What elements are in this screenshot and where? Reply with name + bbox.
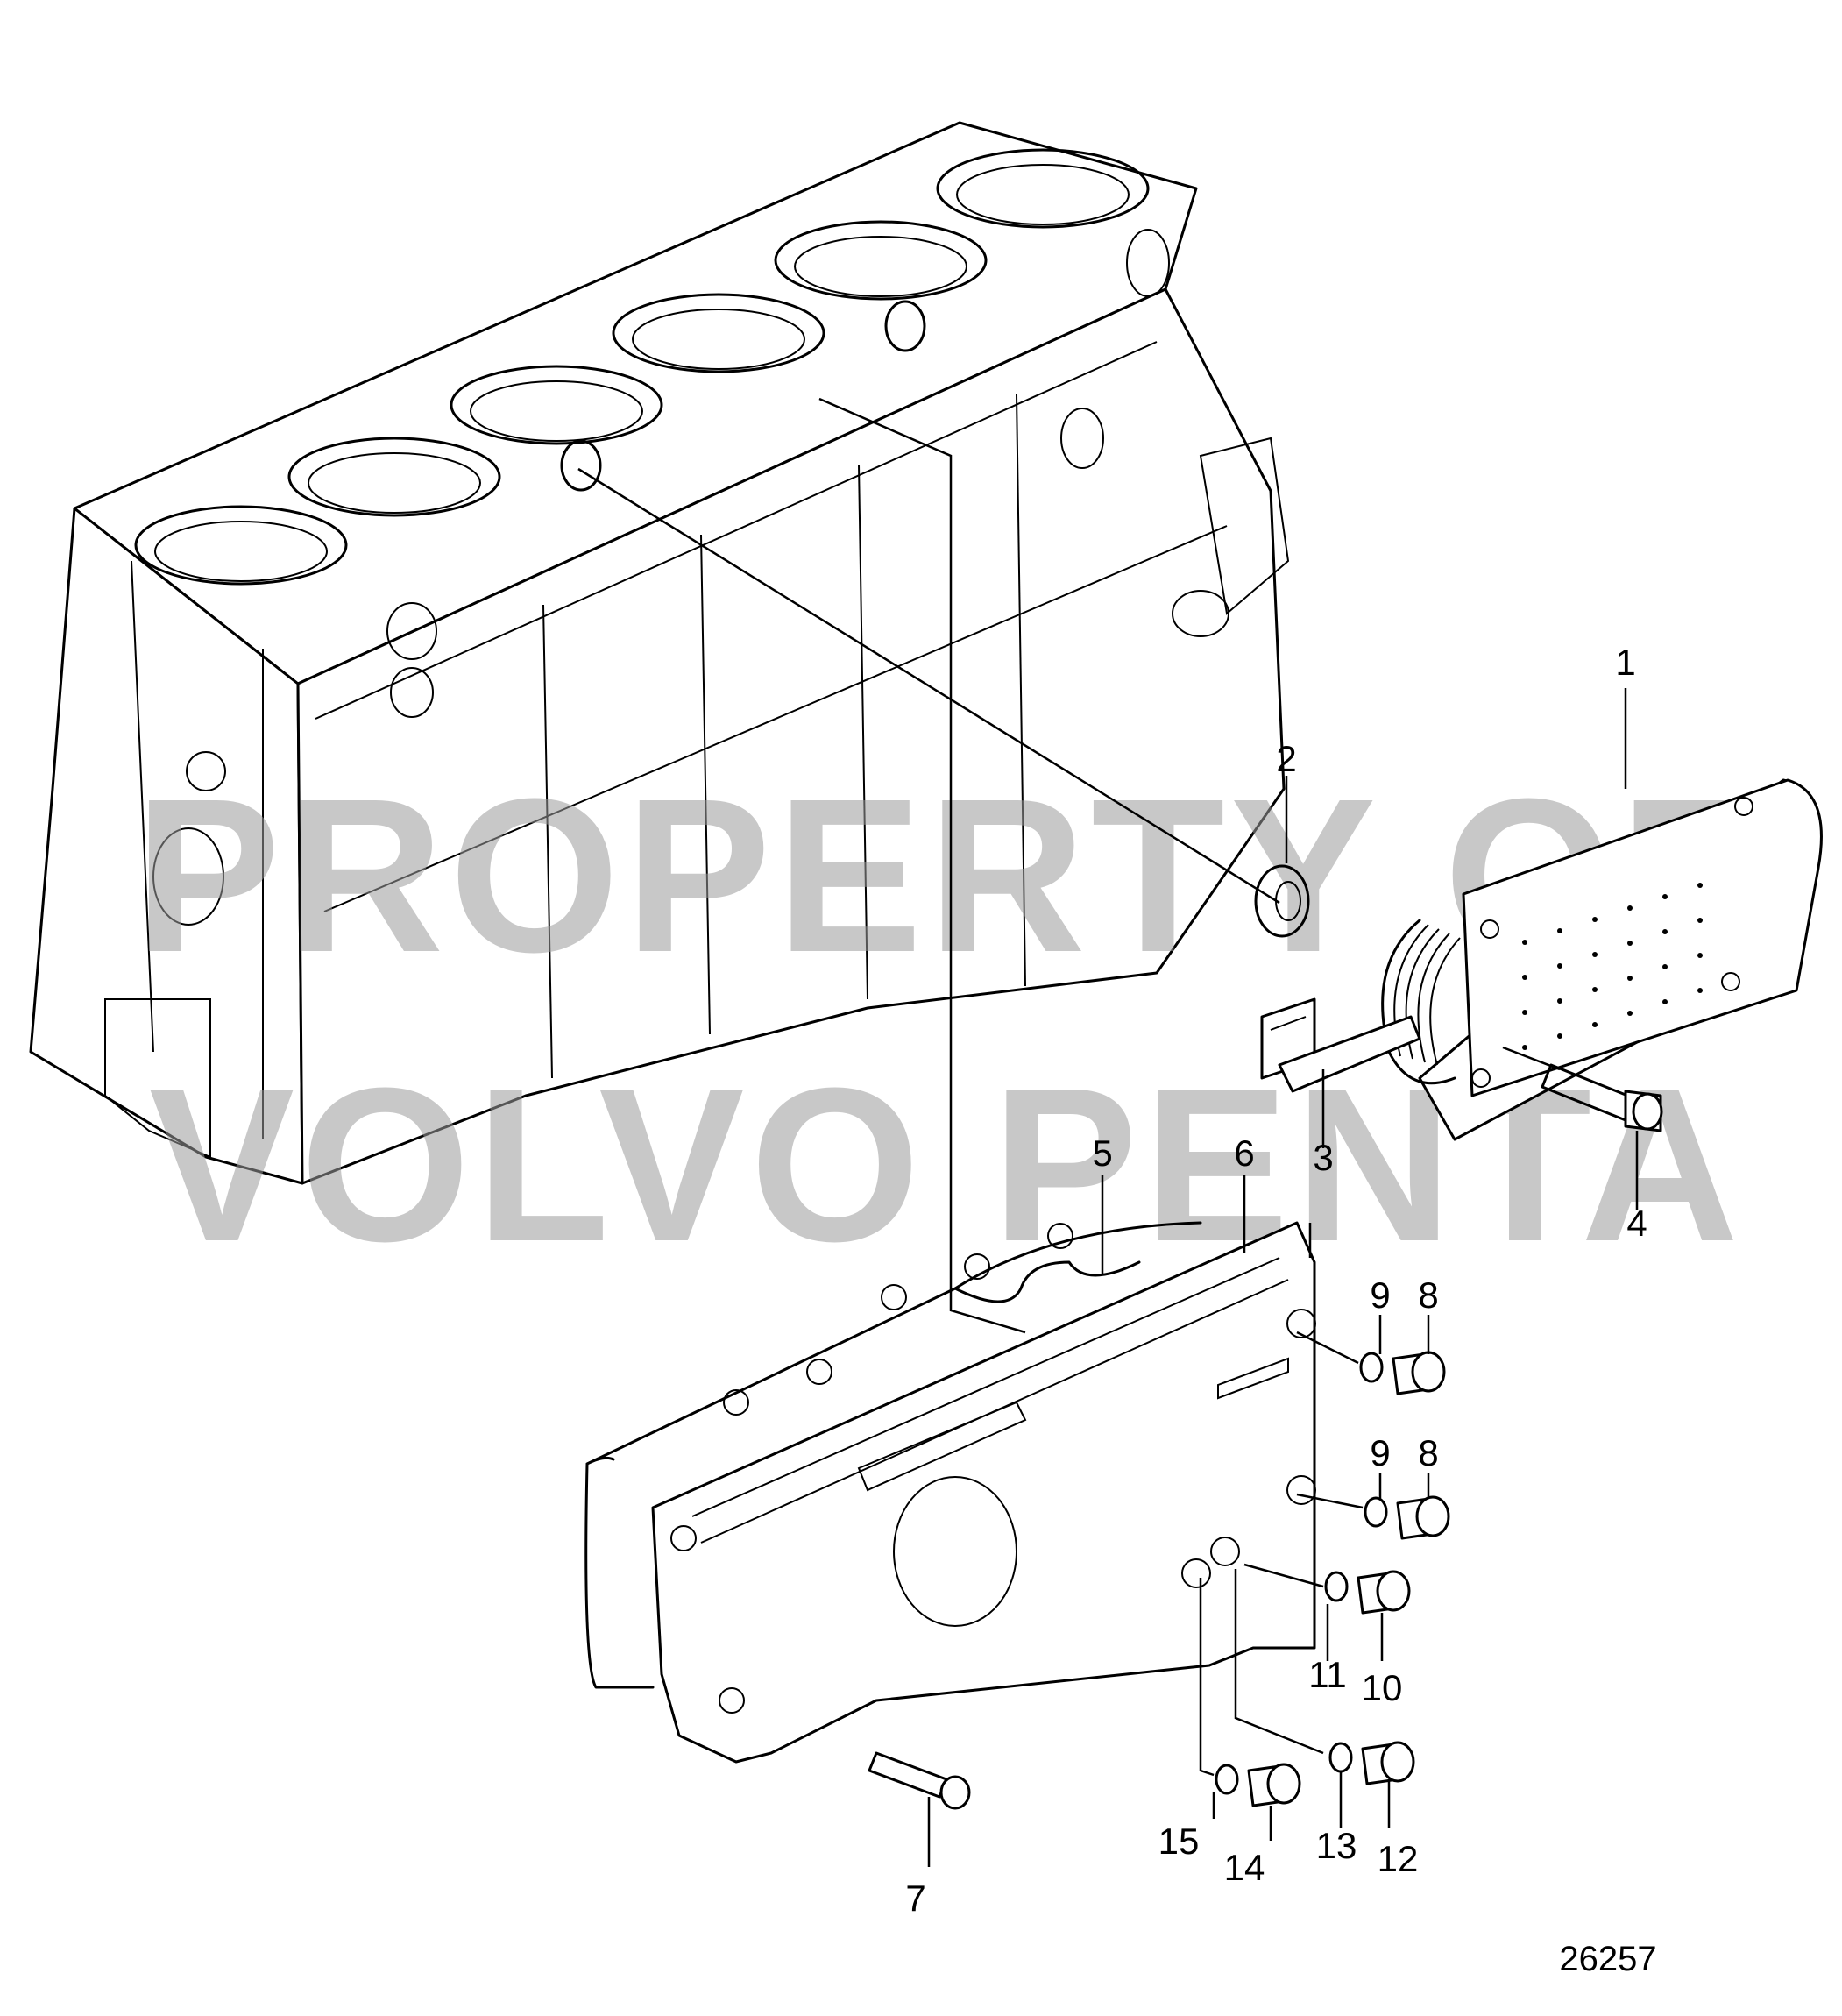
block-front-details (104, 560, 264, 1159)
callout-14: 14 (1224, 1847, 1265, 1888)
plug-10-washer-11 (1324, 1570, 1411, 1615)
plug-14-washer-15 (1215, 1763, 1301, 1807)
plug-12-washer-13 (1328, 1741, 1415, 1785)
callout-6: 6 (1234, 1132, 1254, 1174)
document-number: 26257 (1559, 1940, 1656, 1978)
plug-upper (1359, 1351, 1446, 1395)
callout-5: 5 (1092, 1132, 1112, 1174)
callout-11: 11 (1308, 1654, 1347, 1695)
bracket (1260, 997, 1421, 1093)
callout-9-lower: 9 (1370, 1432, 1390, 1473)
gasket (584, 1221, 1202, 1689)
callout-1: 1 (1615, 642, 1635, 683)
oil-cooler (1381, 778, 1823, 1141)
callout-9-upper: 9 (1370, 1274, 1390, 1316)
cylinder-bore-6 (134, 505, 348, 586)
assembly-lines (577, 397, 1561, 1777)
callout-2: 2 (1276, 738, 1296, 779)
cylinder-bore-3 (612, 293, 825, 373)
callout-12: 12 (1378, 1838, 1419, 1879)
oil-cooler-cover (651, 1221, 1316, 1764)
cylinder-bore-1 (936, 148, 1150, 229)
bolt-cover (868, 1751, 971, 1810)
plug-middle (1364, 1495, 1450, 1540)
callout-8-upper: 8 (1418, 1274, 1438, 1316)
callout-4: 4 (1626, 1203, 1647, 1244)
bolt-long (1541, 1063, 1663, 1132)
block-side-details (315, 229, 1290, 1079)
callout-8-lower: 8 (1418, 1432, 1438, 1473)
callout-10: 10 (1362, 1667, 1403, 1708)
cylinder-bore-5 (287, 437, 501, 517)
callout-15: 15 (1158, 1821, 1200, 1862)
callout-3: 3 (1313, 1137, 1333, 1178)
engine-block (29, 121, 1290, 1185)
callout-labels: 1 2 3 4 5 6 7 8 8 9 9 10 11 12 13 14 15 (905, 642, 1647, 1919)
cylinder-bore-2 (774, 220, 988, 301)
callout-13: 13 (1316, 1825, 1357, 1866)
cylinder-bore-4 (450, 365, 663, 445)
callout-leaders (927, 688, 1639, 1867)
callout-7: 7 (905, 1878, 925, 1919)
